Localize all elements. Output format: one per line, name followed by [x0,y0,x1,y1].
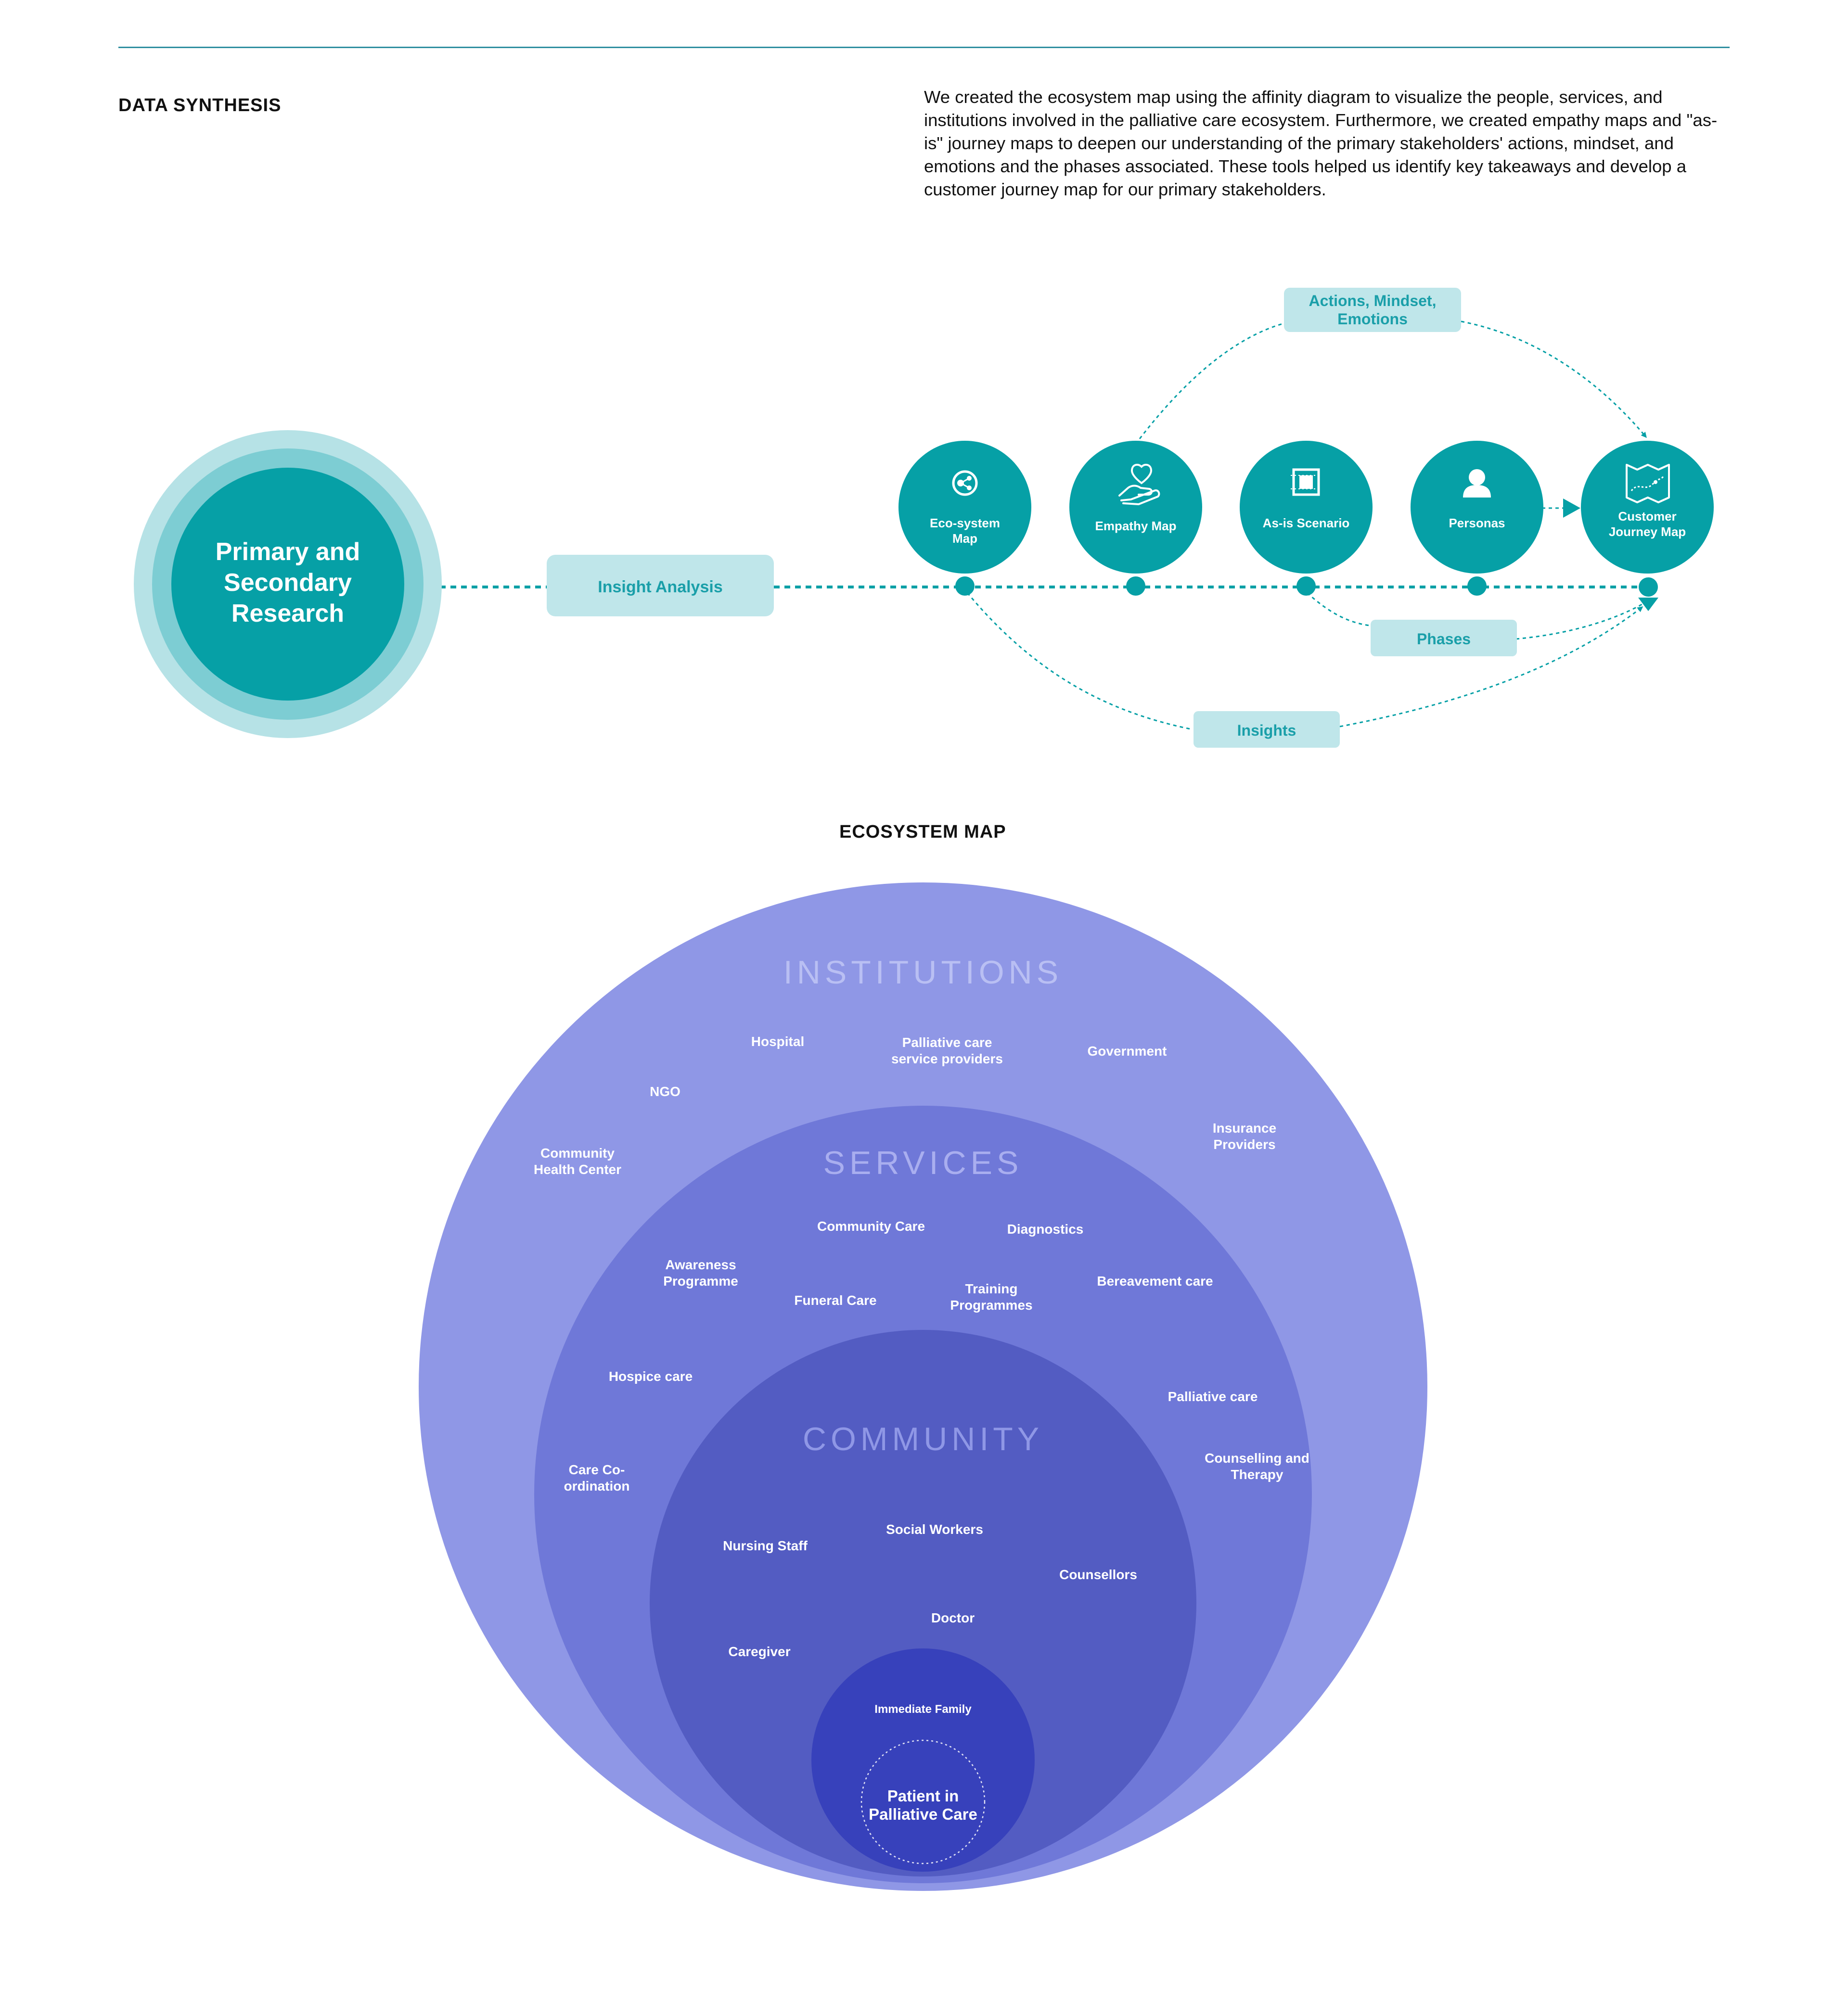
institutions-items: Hospital Palliative care service provide… [534,1034,1276,1177]
institution-insurance-2: Providers [1213,1137,1275,1152]
step-personas: Personas [1411,441,1543,596]
phases-box [1371,620,1517,656]
institution-government: Government [1088,1044,1167,1059]
arrow-timeline-end [1638,598,1658,611]
arrow-personas-to-journey [1563,498,1580,518]
ring-label-institutions: INSTITUTIONS [783,954,1063,991]
ring-label-services: SERVICES [823,1145,1023,1181]
intro-paragraph: We created the ecosystem map using the a… [924,87,1718,199]
insights-box [1194,711,1340,748]
step-personas-node [1467,576,1487,596]
step-journey-label-1: Customer [1618,509,1676,523]
service-bereavement: Bereavement care [1097,1274,1213,1289]
community-caregiver: Caregiver [728,1644,790,1659]
curve-empathy-to-actions [1139,322,1284,439]
ecosystem-map: INSTITUTIONS SERVICES COMMUNITY Hospital… [419,882,1427,1891]
community-doctor: Doctor [931,1610,975,1625]
institution-ngo: NGO [650,1084,680,1099]
ring-patient [860,1739,986,1864]
top-divider [118,47,1730,48]
institution-insurance-1: Insurance [1213,1121,1276,1136]
curve-ecosystem-to-insights [966,592,1193,730]
insights-label: Insights [1237,722,1296,739]
institution-community-health-2: Health Center [534,1162,621,1177]
services-items: Community Care Diagnostics Awareness Pro… [564,1219,1309,1493]
service-care-coordination-2: ordination [564,1479,630,1493]
actions-mindset-line-1: Actions, Mindset, [1309,292,1437,309]
step-journey-label-2: Journey Map [1609,524,1686,539]
service-counselling-1: Counselling and [1205,1451,1309,1466]
service-community-care: Community Care [817,1219,925,1234]
step-empathy-node [1126,576,1145,596]
process-flow: Primary and Secondary Research Insight A… [134,288,1714,748]
step-ecosystem-circle [898,441,1031,574]
service-diagnostics: Diagnostics [1007,1222,1084,1237]
research-label-line-3: Research [231,600,344,627]
insight-analysis-label: Insight Analysis [598,578,722,596]
service-funeral-care: Funeral Care [794,1293,876,1308]
persona-icon [1463,469,1491,498]
actions-mindset-box [1284,288,1461,332]
service-counselling-2: Therapy [1231,1467,1283,1482]
community-nursing-staff: Nursing Staff [723,1538,808,1553]
community-counsellors: Counsellors [1059,1567,1137,1582]
step-scenario-circle [1240,441,1373,574]
service-training-2: Programmes [950,1298,1032,1313]
ring-community [650,1330,1196,1876]
step-empathy-map: Empathy Map [1069,441,1202,596]
service-hospice: Hospice care [609,1369,693,1384]
institution-palliative-providers-2: service providers [891,1051,1003,1066]
ring-immediate-family [811,1648,1035,1872]
service-training-1: Training [965,1281,1018,1296]
scenario-icon [1291,468,1322,496]
step-empathy-label: Empathy Map [1095,519,1176,533]
step-journey-circle [1581,441,1714,574]
ring-label-community: COMMUNITY [803,1421,1043,1457]
ecosystem-icon [952,470,978,496]
actions-mindset-line-2: Emotions [1337,310,1408,328]
step-ecosystem-label-2: Map [952,531,977,546]
institution-hospital: Hospital [751,1034,804,1049]
section-title-ecosystem-map: ECOSYSTEM MAP [839,822,1006,842]
research-label-line-1: Primary and [216,538,360,566]
step-scenario-node [1296,576,1316,596]
step-customer-journey-map: Customer Journey Map [1581,441,1714,597]
research-core-circle [171,468,404,701]
immediate-family-label: Immediate Family [874,1703,972,1716]
step-personas-label: Personas [1449,516,1505,530]
patient-label-line-2: Palliative Care [869,1805,977,1823]
insight-analysis-box [547,555,774,616]
section-title-data-synthesis: DATA SYNTHESIS [118,95,282,115]
institution-palliative-providers-1: Palliative care [902,1035,992,1050]
community-social-workers: Social Workers [886,1522,983,1537]
curve-scenario-to-phases [1306,592,1370,626]
step-ecosystem-label-1: Eco-system [930,516,1000,530]
curve-actions-to-journey [1461,320,1647,438]
empathy-icon [1118,463,1160,505]
service-palliative-care: Palliative care [1168,1389,1258,1404]
service-awareness-2: Programme [663,1274,738,1289]
step-ecosystem-map: Eco-system Map [898,441,1031,596]
step-personas-circle [1411,441,1543,574]
patient-label-line-1: Patient in [887,1787,959,1805]
service-awareness-1: Awareness [665,1257,736,1272]
curve-insights-to-journey [1339,606,1643,727]
journey-map-icon [1626,464,1670,503]
service-care-coordination-1: Care Co- [569,1462,625,1477]
step-as-is-scenario: As-is Scenario [1240,441,1373,596]
institution-community-health-1: Community [540,1146,615,1161]
phases-label: Phases [1417,630,1471,648]
step-empathy-circle [1069,441,1202,574]
research-label-line-2: Secondary [224,569,352,597]
community-items: Social Workers Nursing Staff Counsellors… [723,1522,1137,1659]
step-journey-node [1639,577,1658,597]
step-ecosystem-node [955,576,975,596]
step-scenario-label: As-is Scenario [1263,516,1350,530]
